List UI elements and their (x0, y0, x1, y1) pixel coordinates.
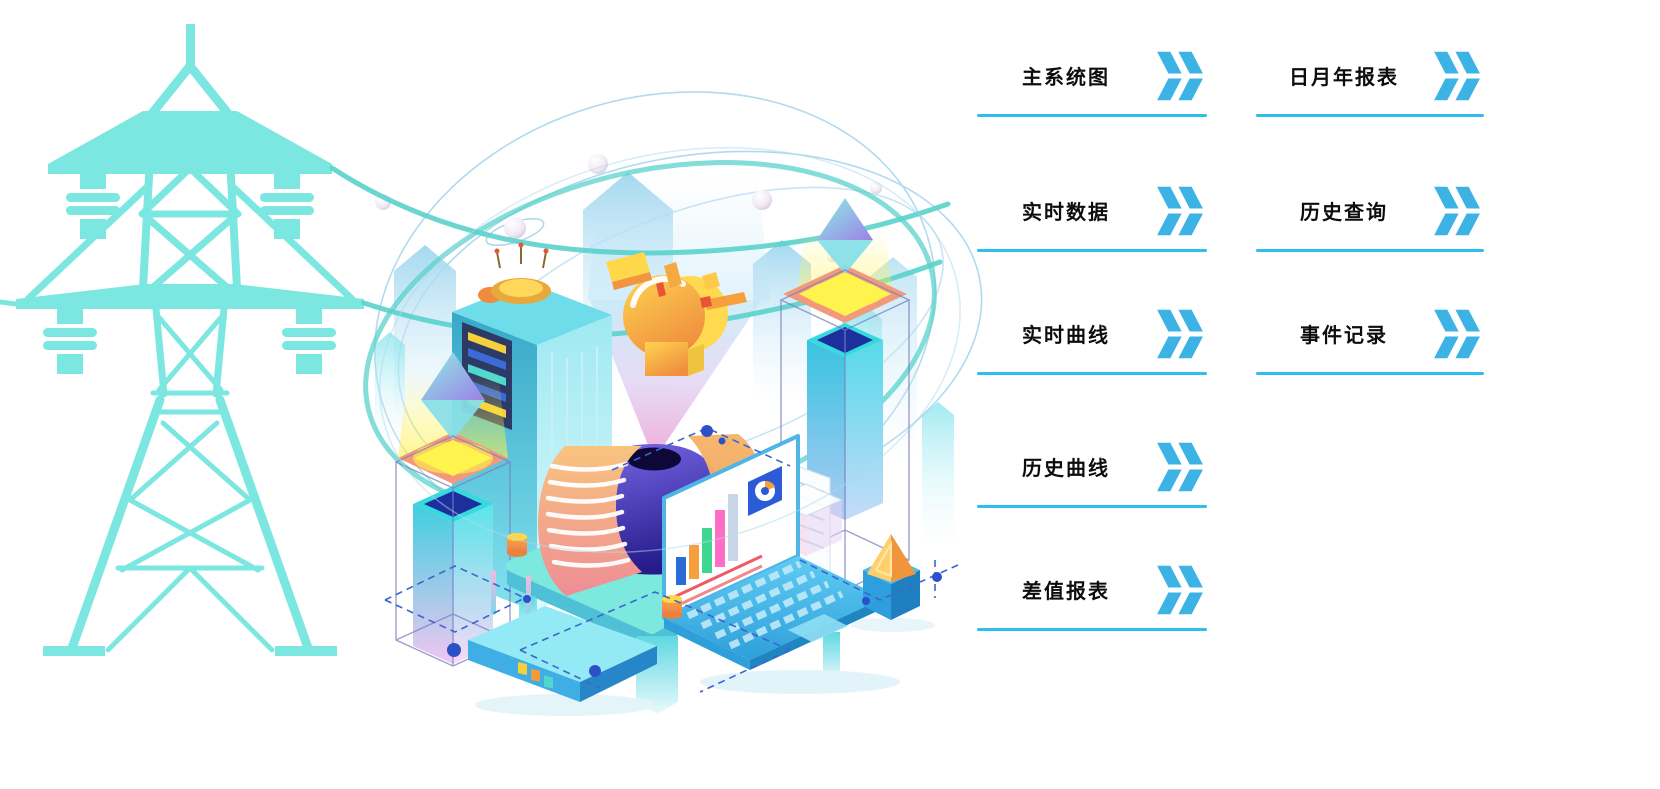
insulator-left-lower (43, 309, 97, 374)
menu-item-label: 历史查询 (1300, 202, 1388, 224)
insulator-left-upper (66, 174, 120, 239)
crystal-tower-left (394, 352, 512, 667)
menu-underline (977, 505, 1207, 508)
menu-item-realtime-curve[interactable]: 实时曲线 (977, 295, 1207, 375)
menu-item-event-record[interactable]: 事件记录 (1256, 295, 1484, 375)
double-chevron-icon (1432, 184, 1482, 237)
menu-item-label: 实时数据 (1022, 202, 1110, 224)
shadow (851, 618, 935, 632)
insulator-right-lower (282, 309, 336, 374)
menu-item-label: 历史曲线 (1022, 458, 1110, 480)
keyboard-keys (686, 560, 844, 650)
menu-item-label: 主系统图 (1022, 67, 1110, 89)
menu-item-history-query[interactable]: 历史查询 (1256, 172, 1484, 252)
menu-item-realtime-data[interactable]: 实时数据 (977, 172, 1207, 252)
menu-item-label: 事件记录 (1300, 325, 1388, 347)
smart-city-illustration (329, 91, 983, 716)
double-chevron-icon (1155, 440, 1205, 493)
menu-item-difference-report[interactable]: 差值报表 (977, 551, 1207, 631)
double-chevron-icon (1155, 307, 1205, 360)
menu-underline (977, 628, 1207, 631)
double-chevron-icon (1155, 563, 1205, 616)
menu-underline (977, 249, 1207, 252)
node-dots (447, 425, 942, 677)
orbit-ring-front (379, 147, 961, 553)
double-chevron-icon (1432, 49, 1482, 102)
menu-item-label: 差值报表 (1022, 581, 1110, 603)
menu-item-main-system-diagram[interactable]: 主系统图 (977, 37, 1207, 117)
menu-underline (977, 372, 1207, 375)
pyramid-box (863, 534, 920, 620)
menu-item-history-curve[interactable]: 历史曲线 (977, 428, 1207, 508)
menu-item-label: 日月年报表 (1289, 67, 1399, 89)
shadow (700, 670, 900, 694)
menu-underline (1256, 249, 1484, 252)
menu-underline (1256, 114, 1484, 117)
light-bulb-icon (606, 252, 747, 376)
touchpad (788, 614, 848, 642)
menu-item-day-month-year-report[interactable]: 日月年报表 (1256, 37, 1484, 117)
double-chevron-icon (1432, 307, 1482, 360)
double-chevron-icon (1155, 49, 1205, 102)
double-chevron-icon (1155, 184, 1205, 237)
menu-item-label: 实时曲线 (1022, 325, 1110, 347)
menu-underline (1256, 372, 1484, 375)
menu-underline (977, 114, 1207, 117)
insulator-right-upper (260, 174, 314, 239)
transmission-tower-illustration (0, 24, 364, 656)
shadow (475, 694, 655, 716)
small-cylinders (507, 533, 682, 619)
laptop-icon (662, 434, 884, 670)
screen-donut-chart (748, 466, 782, 516)
